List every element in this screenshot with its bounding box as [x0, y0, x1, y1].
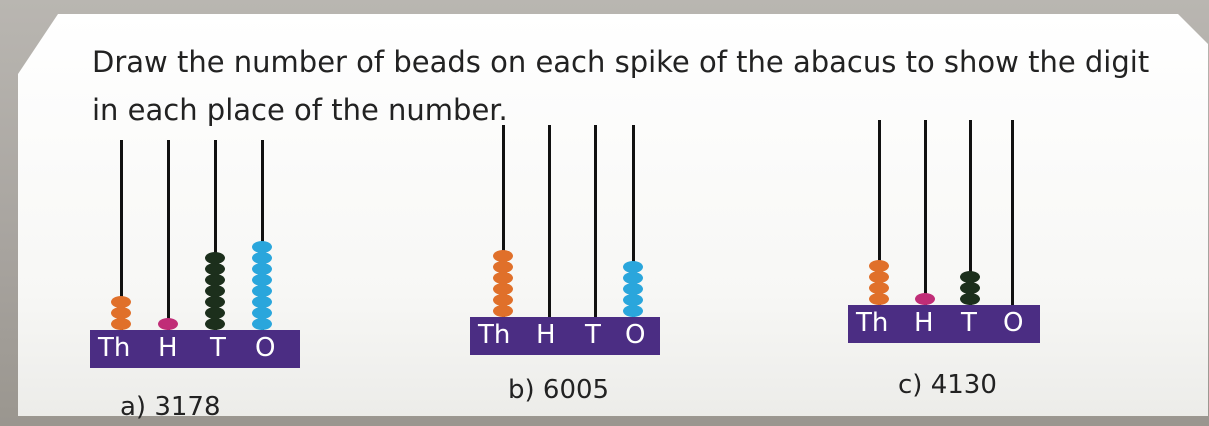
- bead-thousands: [493, 305, 513, 317]
- spike-thousands: [120, 140, 123, 330]
- abacus-a: Th H T O: [90, 140, 300, 385]
- label-thousands: Th: [856, 308, 889, 338]
- bead-thousands: [493, 272, 513, 284]
- label-hundreds: H: [914, 308, 934, 338]
- bead-ones: [252, 307, 272, 319]
- bead-thousands: [869, 293, 889, 305]
- bead-ones: [623, 283, 643, 295]
- bead-thousands: [493, 250, 513, 262]
- instruction-text: Draw the number of beads on each spike o…: [92, 45, 1150, 127]
- abacus-base: Th H T O: [90, 330, 300, 368]
- spike-ones: [261, 140, 264, 330]
- abacus-b: Th H T O: [470, 125, 660, 360]
- bead-thousands: [493, 283, 513, 295]
- bead-thousands: [111, 296, 131, 308]
- bead-tens: [960, 282, 980, 294]
- spike-tens: [594, 125, 597, 317]
- bead-thousands: [869, 271, 889, 283]
- spike-ones: [1011, 120, 1014, 305]
- bead-ones: [252, 252, 272, 264]
- bead-tens: [205, 252, 225, 264]
- label-thousands: Th: [478, 320, 511, 350]
- spike-hundreds: [548, 125, 551, 317]
- label-tens: T: [961, 308, 977, 338]
- spike-tens: [214, 140, 217, 330]
- label-ones: O: [625, 320, 646, 350]
- bead-ones: [252, 274, 272, 286]
- bead-thousands: [493, 294, 513, 306]
- bead-thousands: [869, 260, 889, 272]
- label-ones: O: [255, 333, 276, 363]
- bead-tens: [205, 285, 225, 297]
- caption-a: a) 3178: [120, 392, 221, 422]
- caption-c: c) 4130: [898, 370, 997, 400]
- caption-b: b) 6005: [508, 375, 610, 405]
- spike-thousands: [878, 120, 881, 305]
- bead-ones: [623, 294, 643, 306]
- bead-tens: [205, 307, 225, 319]
- bead-ones: [252, 263, 272, 275]
- bead-ones: [252, 318, 272, 330]
- bead-ones: [623, 305, 643, 317]
- bead-tens: [960, 293, 980, 305]
- bead-tens: [205, 263, 225, 275]
- spike-ones: [632, 125, 635, 317]
- label-tens: T: [585, 320, 601, 350]
- spike-tens: [969, 120, 972, 305]
- label-thousands: Th: [98, 333, 131, 363]
- bead-tens: [205, 296, 225, 308]
- bead-ones: [252, 241, 272, 253]
- spike-hundreds: [167, 140, 170, 330]
- abacus-base: Th H T O: [848, 305, 1040, 343]
- label-tens: T: [210, 333, 226, 363]
- bead-thousands: [493, 261, 513, 273]
- label-hundreds: H: [158, 333, 178, 363]
- bead-ones: [252, 296, 272, 308]
- bead-tens: [205, 274, 225, 286]
- bead-ones: [623, 261, 643, 273]
- bead-tens: [960, 271, 980, 283]
- bead-ones: [252, 285, 272, 297]
- bead-thousands: [111, 307, 131, 319]
- bead-thousands: [111, 318, 131, 330]
- bead-thousands: [869, 282, 889, 294]
- bead-hundreds: [915, 293, 935, 305]
- abacus-c: Th H T O: [848, 120, 1040, 350]
- label-hundreds: H: [536, 320, 556, 350]
- label-ones: O: [1003, 308, 1024, 338]
- bead-ones: [623, 272, 643, 284]
- spike-thousands: [502, 125, 505, 317]
- bead-hundreds: [158, 318, 178, 330]
- abacus-base: Th H T O: [470, 317, 660, 355]
- bead-tens: [205, 318, 225, 330]
- spike-hundreds: [924, 120, 927, 305]
